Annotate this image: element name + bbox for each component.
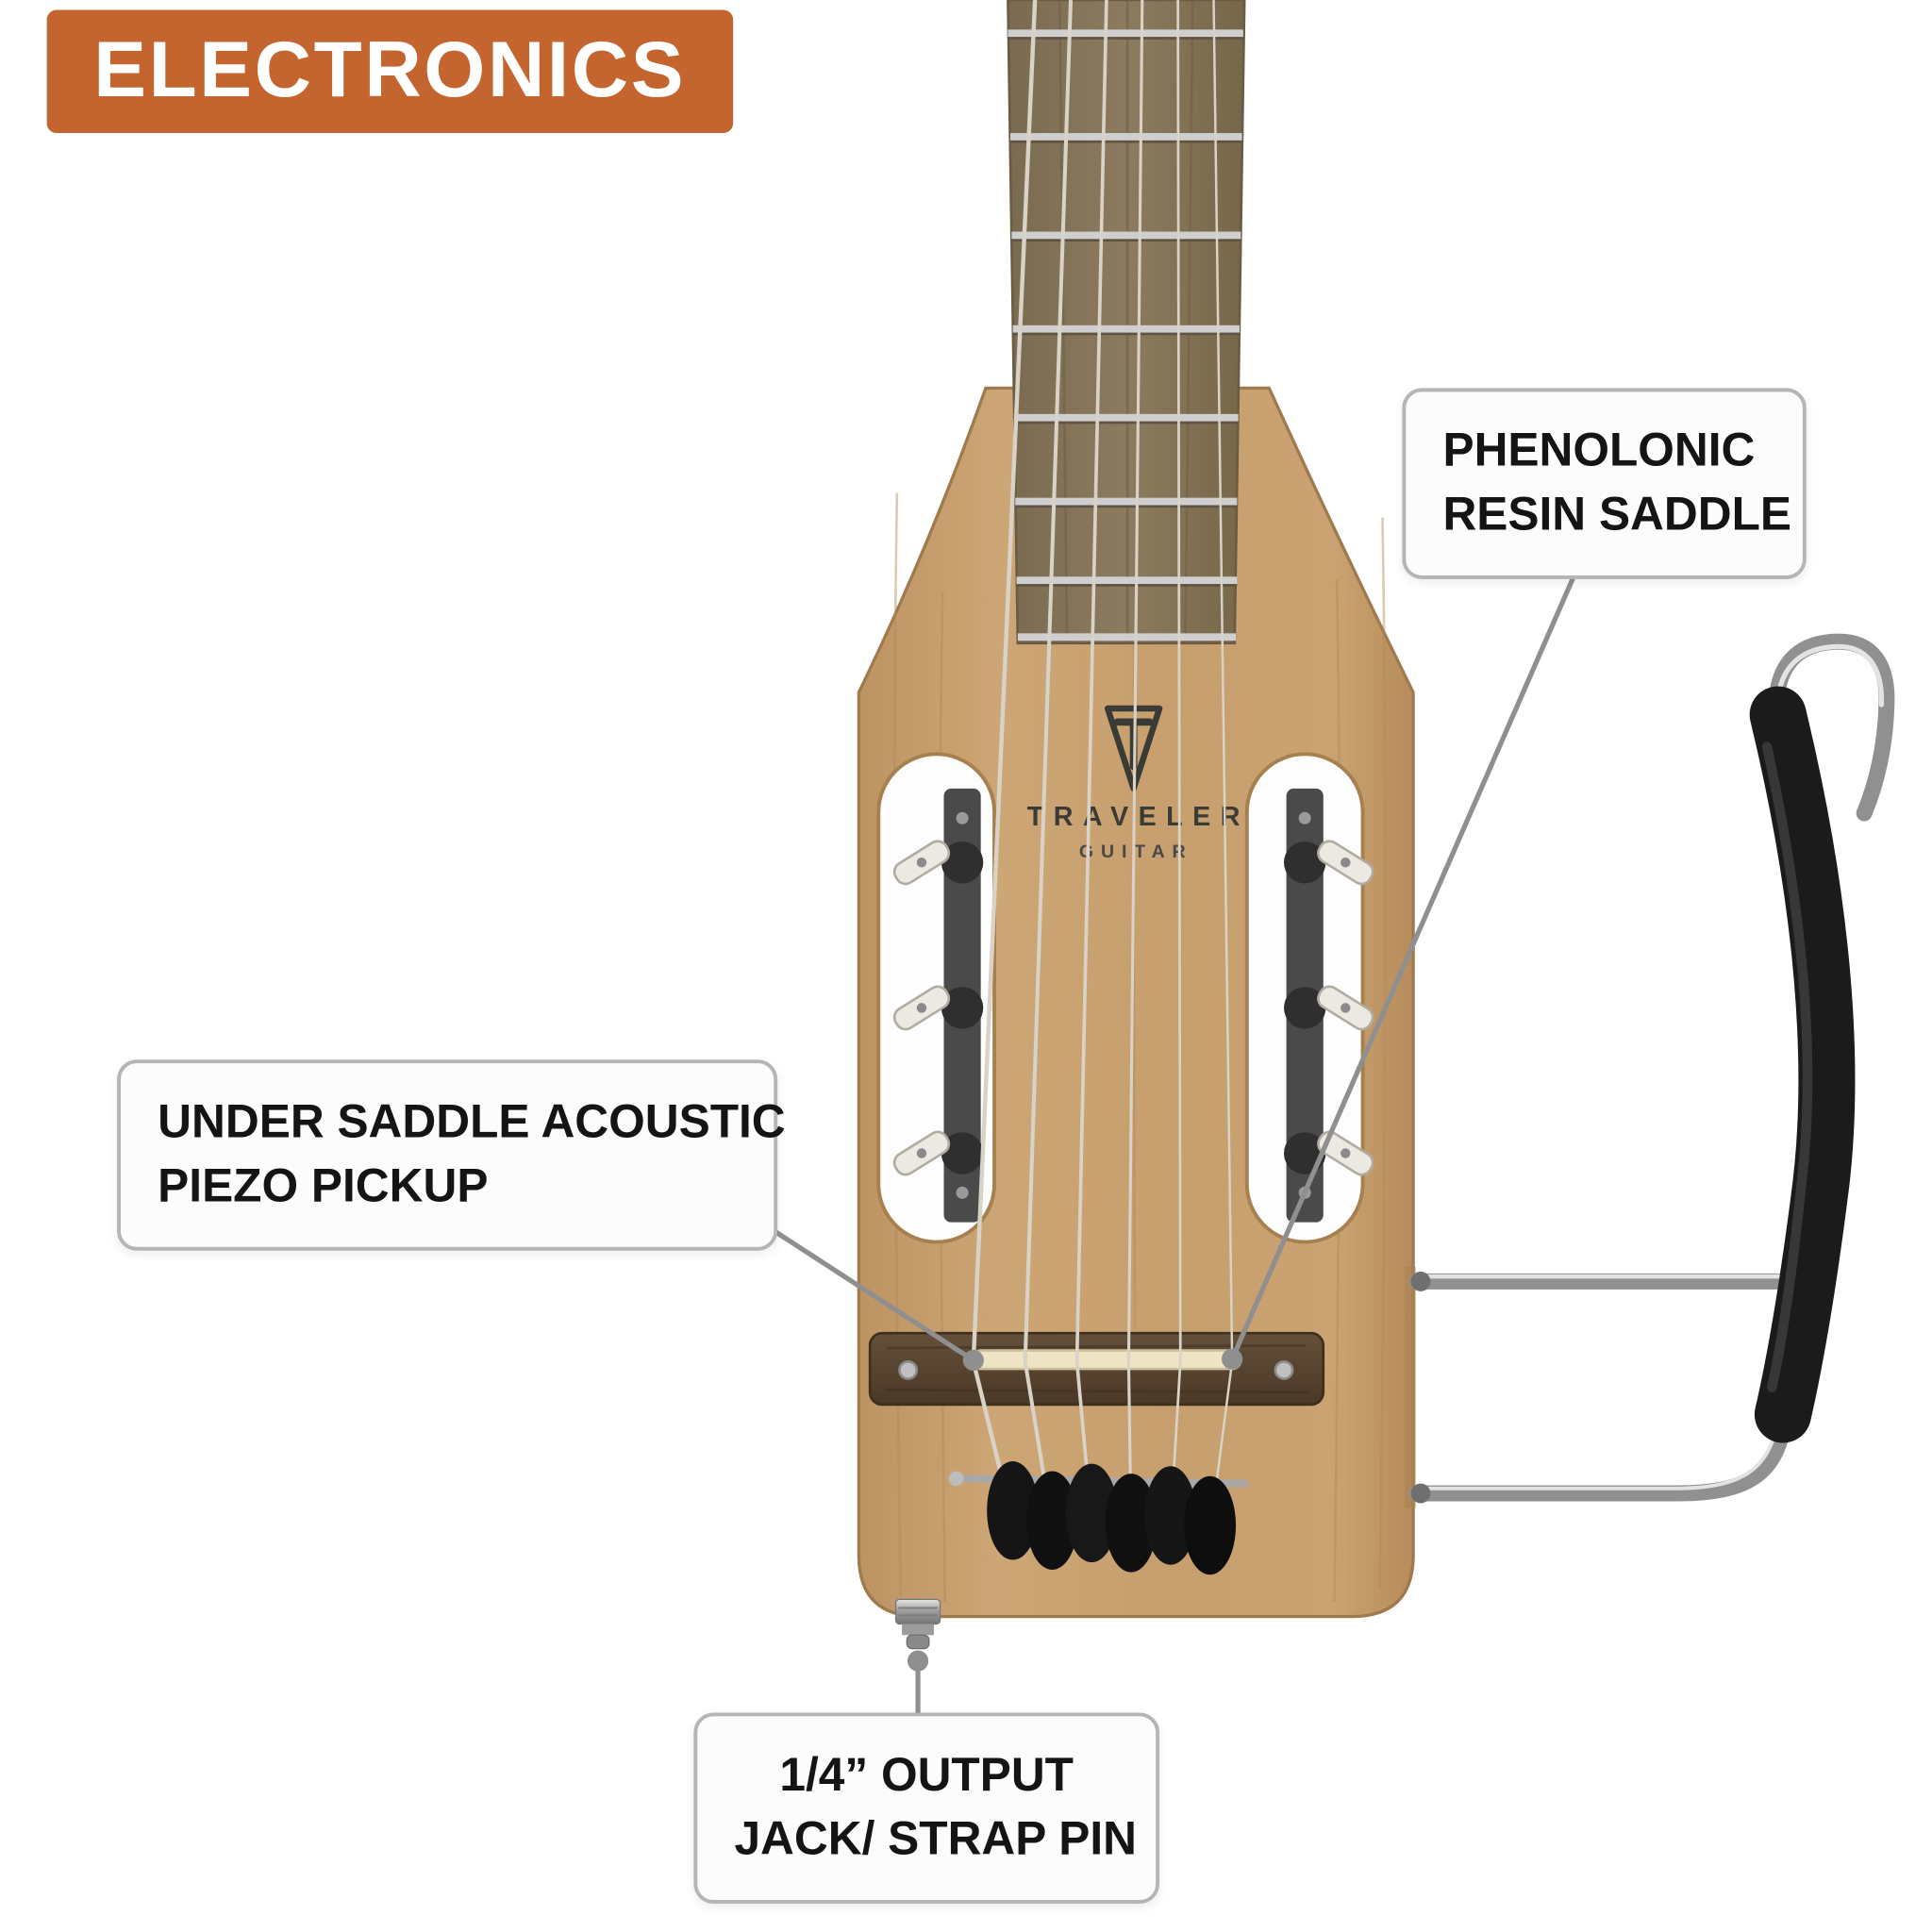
frame-upper-rod — [1408, 1271, 1817, 1291]
callout-jack: 1/4” OUTPUT JACK/ STRAP PIN — [693, 1712, 1160, 1904]
left-cutout — [876, 752, 996, 1244]
callout-piezo-line1: UNDER SADDLE ACOUSTIC — [158, 1096, 786, 1149]
foam-grip — [1749, 686, 1856, 1443]
frame-lower-rod — [1408, 1408, 1794, 1504]
callout-saddle-line2: RESIN SADDLE — [1442, 490, 1791, 541]
right-cutout — [1244, 752, 1374, 1244]
left-tuner-assembly — [892, 788, 984, 1223]
saddle-strip — [971, 1349, 1242, 1371]
leader-dot-jack — [907, 1650, 929, 1672]
lap-rest-frame — [1408, 633, 1895, 1504]
string-retainer-wheels — [948, 1461, 1249, 1575]
brand-sub-text: GUITAR — [1079, 841, 1193, 862]
fretboard — [1007, 0, 1246, 645]
leader-line-saddle — [1229, 552, 1586, 1362]
leader-dot-piezo — [962, 1349, 984, 1372]
tuner-button — [892, 840, 984, 886]
title-badge-label: ELECTRONICS — [93, 25, 687, 114]
leader-dot-saddle — [1222, 1348, 1243, 1370]
frame-mount-groove — [1404, 1266, 1416, 1508]
tuner-button — [1283, 840, 1374, 886]
bridge-screw — [1274, 1359, 1294, 1380]
callout-jack-line2: JACK/ STRAP PIN — [734, 1814, 1138, 1867]
leader-line-piezo — [739, 1207, 976, 1363]
tuner-button — [892, 1130, 984, 1176]
right-tuner-assembly — [1283, 788, 1374, 1223]
bridge-screw — [898, 1359, 919, 1380]
callout-saddle: PHENOLONIC RESIN SADDLE — [1402, 388, 1807, 579]
tuner-button — [892, 985, 984, 1031]
output-jack — [894, 1598, 941, 1650]
title-badge: ELECTRONICS — [46, 9, 733, 134]
frets — [1008, 29, 1243, 641]
callout-piezo-line2: PIEZO PICKUP — [158, 1160, 489, 1213]
callout-saddle-line1: PHENOLONIC — [1442, 425, 1756, 477]
bridge — [868, 1331, 1325, 1407]
brand-name-text: TRAVELER — [1027, 802, 1250, 832]
tuner-button — [1283, 985, 1374, 1031]
fretboard-grain — [1058, 0, 1194, 643]
leader-dots — [907, 1348, 1243, 1672]
callout-jack-line1: 1/4” OUTPUT — [779, 1749, 1074, 1802]
callout-piezo: UNDER SADDLE ACOUSTIC PIEZO PICKUP — [117, 1059, 786, 1251]
